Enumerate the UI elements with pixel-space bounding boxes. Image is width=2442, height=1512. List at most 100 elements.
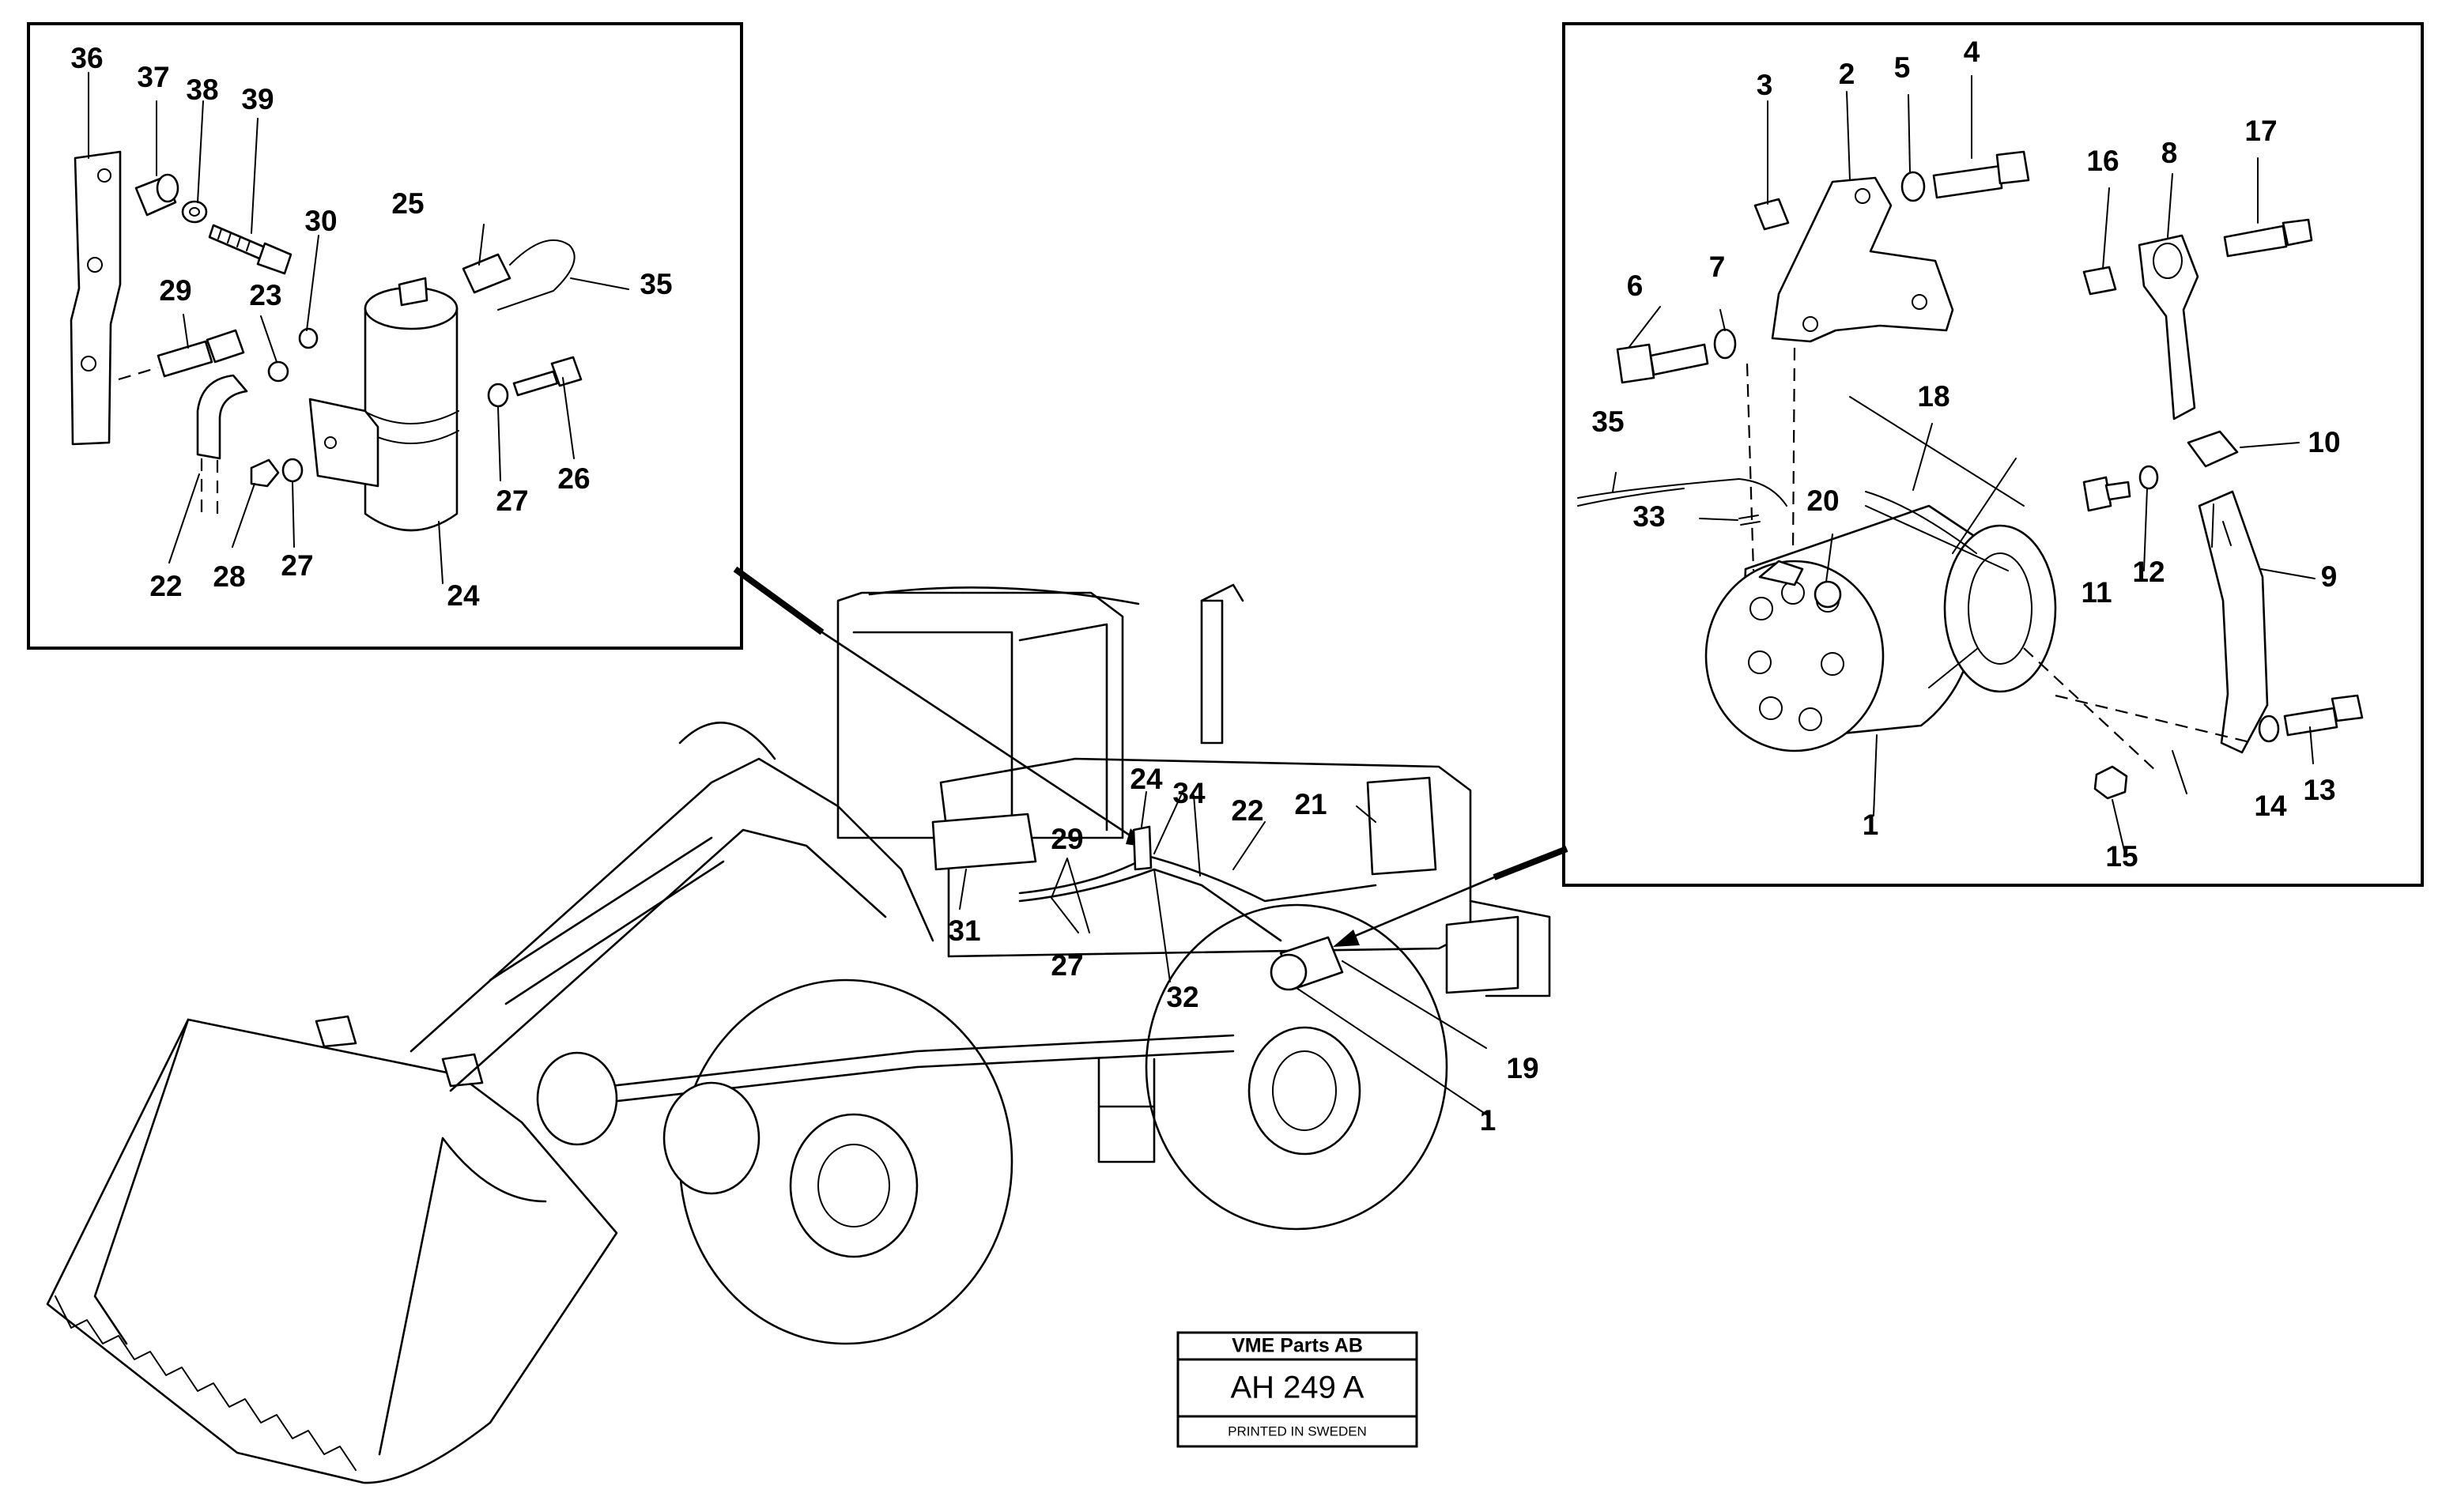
bolt-part-4 bbox=[1932, 164, 2003, 199]
callout-9: 9 bbox=[2321, 560, 2338, 593]
callout-22-inset: 22 bbox=[149, 570, 182, 602]
rear-wheel bbox=[1145, 903, 1448, 1231]
callout-39: 39 bbox=[241, 83, 274, 115]
bolt-part-17 bbox=[2223, 224, 2288, 258]
callout-15: 15 bbox=[2105, 840, 2138, 873]
washer-part-14 bbox=[2258, 715, 2280, 743]
bolt-part-26 bbox=[512, 370, 559, 397]
bolt-part-11 bbox=[2082, 476, 2112, 512]
drive-shaft bbox=[568, 1050, 919, 1108]
hose-part-29 bbox=[157, 340, 213, 378]
receiver-drier-on-loader bbox=[1132, 825, 1153, 871]
drier-bracket bbox=[308, 398, 379, 488]
washer-part-12 bbox=[2138, 465, 2159, 490]
ac-hose-29 bbox=[1018, 860, 1140, 895]
callout-35-right: 35 bbox=[1591, 405, 1624, 438]
callout-20: 20 bbox=[1806, 485, 1839, 517]
callout-2: 2 bbox=[1839, 58, 1855, 90]
bolt-part-6 bbox=[1616, 343, 1655, 384]
belt-part-18 bbox=[1849, 396, 2025, 571]
wire-part-35 bbox=[1577, 478, 1787, 507]
inset-frame-right bbox=[1562, 22, 2424, 887]
callout-14: 14 bbox=[2254, 790, 2287, 822]
callout-29-left: 29 bbox=[159, 274, 191, 307]
callout-38: 38 bbox=[186, 74, 218, 106]
block-part-10 bbox=[2187, 430, 2239, 468]
callout-26: 26 bbox=[557, 462, 590, 495]
callout-32: 32 bbox=[1166, 981, 1198, 1013]
washer-part-7 bbox=[1713, 328, 1737, 360]
terminal-part-33 bbox=[1738, 515, 1761, 526]
washer-part-27-top bbox=[487, 383, 509, 408]
callout-34: 34 bbox=[1172, 777, 1206, 809]
callout-1-inset: 1 bbox=[1863, 809, 1879, 841]
callout-18: 18 bbox=[1917, 380, 1949, 413]
callout-29-main: 29 bbox=[1051, 823, 1083, 855]
bracket-part-36 bbox=[70, 150, 122, 446]
washer-part-38 bbox=[181, 200, 208, 224]
compressor-inset: 3 2 5 4 16 8 17 6 7 18 35 33 20 10 11 12… bbox=[1562, 22, 2424, 887]
callout-11: 11 bbox=[2081, 576, 2112, 609]
callout-19: 19 bbox=[1506, 1052, 1538, 1084]
hose-part-22 bbox=[196, 374, 248, 460]
o-ring-part-20 bbox=[1814, 580, 1842, 609]
electrical-box-part-31 bbox=[931, 813, 1037, 871]
stamp-printed: PRINTED IN SWEDEN bbox=[1228, 1423, 1367, 1438]
callout-24-inset: 24 bbox=[447, 579, 480, 612]
connector-line-left bbox=[733, 566, 825, 635]
receiver-drier-part-24 bbox=[363, 277, 459, 532]
compressor-part-1 bbox=[1704, 458, 2057, 752]
callout-16: 16 bbox=[2086, 145, 2119, 177]
nut-part-28 bbox=[250, 458, 280, 488]
callout-4: 4 bbox=[1964, 36, 1980, 68]
stamp-code: AH 249 A bbox=[1230, 1371, 1364, 1405]
callout-27-inset: 27 bbox=[496, 485, 528, 517]
washer-part-5 bbox=[1900, 171, 1926, 202]
callout-8: 8 bbox=[2161, 137, 2178, 169]
ac-hose-22 bbox=[1137, 852, 1377, 903]
callout-37: 37 bbox=[137, 61, 169, 93]
link-part-8 bbox=[2138, 234, 2199, 420]
spacer-part-3 bbox=[1753, 198, 1790, 231]
callout-7: 7 bbox=[1709, 251, 1726, 283]
stamp-company: VME Parts AB bbox=[1232, 1335, 1363, 1357]
fitting-part-25 bbox=[462, 253, 511, 294]
callout-17: 17 bbox=[2244, 115, 2277, 147]
callout-28: 28 bbox=[213, 560, 245, 593]
counterweight bbox=[1445, 915, 1519, 994]
callout-23: 23 bbox=[249, 279, 281, 311]
bucket bbox=[46, 1018, 618, 1484]
condenser-part-21 bbox=[1366, 776, 1437, 876]
nut-part-15 bbox=[2093, 765, 2128, 800]
callout-30: 30 bbox=[304, 205, 337, 237]
callout-25: 25 bbox=[391, 187, 424, 220]
callout-3: 3 bbox=[1757, 69, 1773, 101]
callout-1-main: 1 bbox=[1480, 1104, 1497, 1137]
connector-line-right bbox=[1493, 846, 1568, 880]
bolt-part-13 bbox=[2283, 707, 2338, 737]
spacer-part-16 bbox=[2082, 266, 2117, 296]
washer-part-27-left bbox=[281, 458, 304, 483]
callout-24-main: 24 bbox=[1130, 763, 1163, 795]
callout-21: 21 bbox=[1294, 788, 1327, 820]
callout-12: 12 bbox=[2132, 556, 2165, 588]
callout-5: 5 bbox=[1894, 51, 1911, 84]
wheel-loader: 24 34 22 21 29 31 27 32 19 1 bbox=[46, 583, 1551, 1484]
lift-cylinder bbox=[489, 836, 725, 1005]
washer-part-23 bbox=[267, 360, 289, 383]
receiver-drier-inset: 36 37 38 39 30 25 35 29 23 26 27 22 28 2… bbox=[27, 22, 743, 650]
strap-part-9 bbox=[2198, 490, 2269, 754]
cab bbox=[836, 591, 1124, 839]
lift-arm bbox=[410, 757, 934, 1053]
callout-27-main: 27 bbox=[1051, 949, 1083, 982]
engine-hood bbox=[939, 757, 1472, 958]
bracket-part-2 bbox=[1771, 176, 1954, 343]
callout-36: 36 bbox=[70, 42, 103, 74]
washer-part-30 bbox=[298, 327, 319, 349]
callout-10: 10 bbox=[2308, 426, 2340, 458]
callout-35-left: 35 bbox=[640, 268, 672, 300]
callout-13: 13 bbox=[2303, 774, 2335, 806]
stamp-box: VME Parts AB AH 249 A PRINTED IN SWEDEN bbox=[1176, 1331, 1418, 1448]
callout-6: 6 bbox=[1627, 270, 1644, 302]
